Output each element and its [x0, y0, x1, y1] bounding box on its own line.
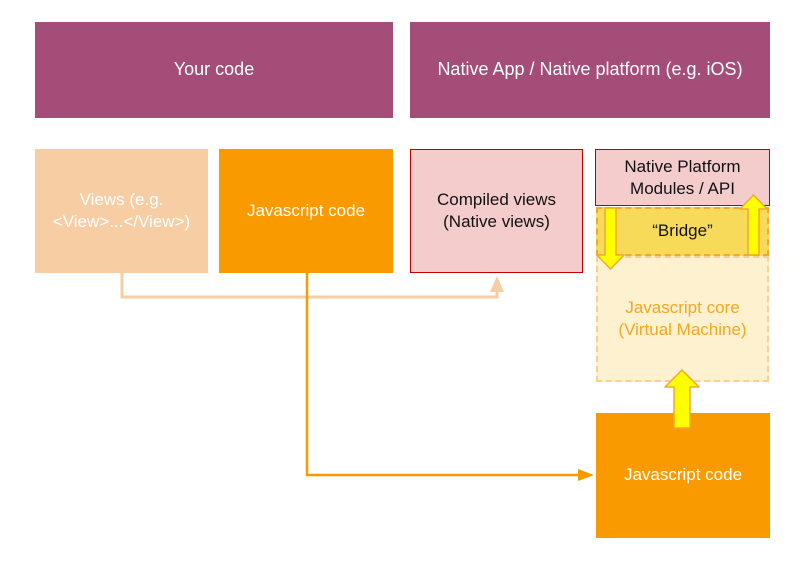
javascript-code-bottom-box: Javascript code	[596, 413, 770, 538]
native-modules-line-2: Modules / API	[630, 178, 735, 198]
javascript-code-box: Javascript code	[219, 149, 393, 273]
views-box: Views (e.g. <View>...</View>)	[35, 149, 208, 273]
compiled-views-line-1: Compiled views	[436, 189, 557, 209]
native-modules-line-1: Native Platform	[624, 157, 741, 177]
views-to-compiled-connector	[120, 273, 499, 299]
javascript-code-bottom-label: Javascript code	[623, 465, 743, 485]
views-to-compiled-arrowhead	[490, 276, 504, 292]
native-platform-header-label: Native App / Native platform (e.g. iOS)	[437, 59, 743, 80]
bridge-box: “Bridge”	[596, 207, 769, 256]
your-code-header: Your code	[35, 22, 393, 118]
views-box-line-1: Views (e.g.	[79, 189, 164, 209]
javascript-core-line-2: (Virtual Machine)	[618, 320, 747, 339]
compiled-views-box: Compiled views (Native views)	[410, 149, 583, 273]
native-modules-box: Native Platform Modules / API	[595, 149, 770, 206]
js-to-bottom-connector	[305, 273, 580, 477]
javascript-core-line-1: Javascript core	[625, 297, 740, 317]
compiled-views-line-2: (Native views)	[443, 212, 550, 231]
javascript-code-label: Javascript code	[246, 200, 366, 220]
javascript-core-box: Javascript core (Virtual Machine)	[596, 256, 769, 382]
bridge-label: “Bridge”	[652, 221, 713, 241]
views-box-line-2: <View>...</View>)	[52, 212, 191, 231]
your-code-header-label: Your code	[173, 59, 255, 80]
native-platform-header: Native App / Native platform (e.g. iOS)	[410, 22, 770, 118]
js-to-bottom-arrowhead	[578, 469, 594, 481]
